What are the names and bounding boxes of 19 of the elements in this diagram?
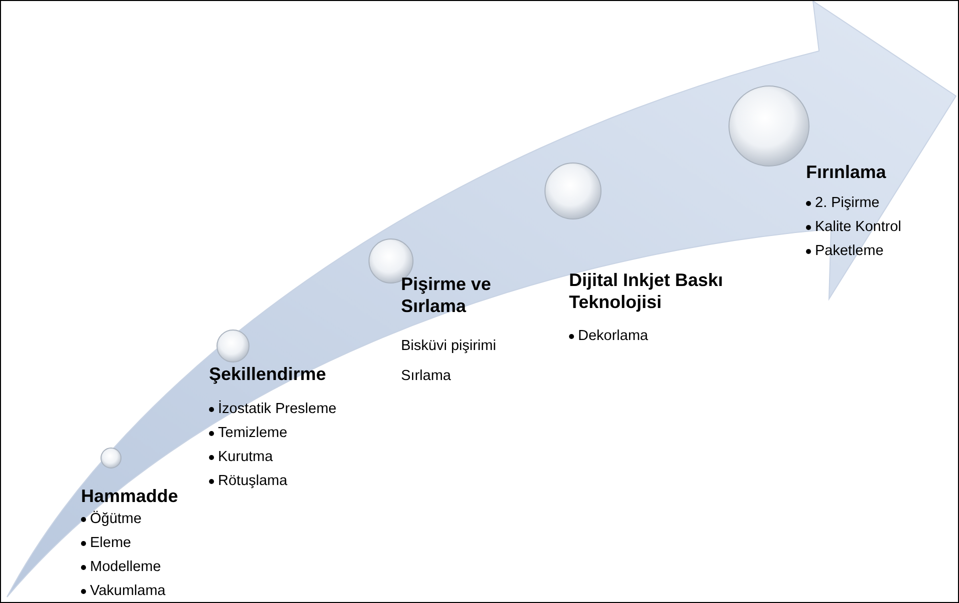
stage-step: Vakumlama — [90, 579, 166, 602]
stage-heading: Şekillendirme — [209, 363, 328, 385]
stage-step: Dekorlama — [578, 323, 648, 349]
stage-step: İzostatik Presleme — [218, 397, 336, 421]
stage-step: 2. Pişirme — [815, 191, 880, 215]
stage-step: Eleme — [90, 531, 132, 555]
stage-step: Kurutma — [218, 445, 273, 469]
stage-heading: Pişirme ve Sırlama — [401, 273, 492, 317]
stage-heading: Hammadde — [81, 485, 180, 507]
stage-step: Paketleme — [815, 239, 884, 263]
stage-step: Rötuşlama — [218, 469, 288, 493]
stage-step: Modelleme — [90, 555, 161, 579]
stage-step: Bisküvi pişirimi — [401, 331, 496, 361]
stage-step: Öğütme — [90, 507, 142, 531]
stage-step: Kalite Kontrol — [815, 215, 902, 239]
stage-step: Temizleme — [218, 421, 288, 445]
stage-step: Sırlama — [401, 361, 451, 391]
stage-heading: Fırınlama — [806, 161, 888, 183]
stage-heading: Dijital Inkjet Baskı Teknolojisi — [569, 269, 724, 313]
